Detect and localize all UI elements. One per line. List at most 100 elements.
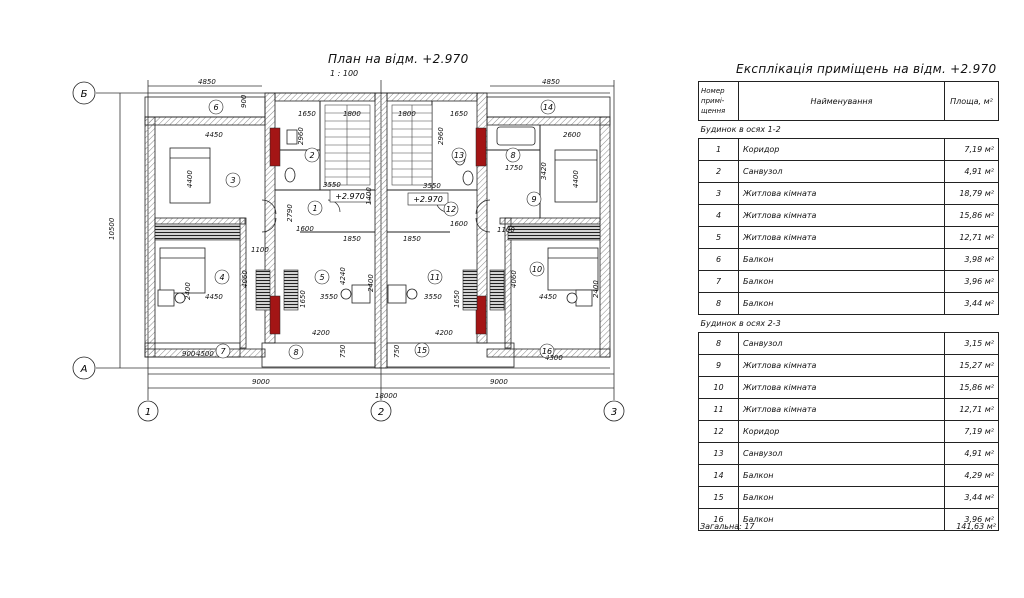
svg-text:3550: 3550	[424, 293, 442, 301]
svg-text:4400: 4400	[572, 170, 580, 188]
room-label-1: 1	[307, 200, 323, 216]
svg-text:Б: Б	[81, 89, 88, 100]
svg-text:А: А	[80, 364, 88, 375]
cell-name: Коридор	[738, 138, 945, 161]
svg-text:3550: 3550	[423, 182, 441, 190]
cell-name: Житлова кімната	[738, 182, 945, 205]
room-label-8-bath: 8	[505, 147, 521, 163]
total-value: 141,63 м²	[956, 522, 996, 531]
group-label: Будинок в осях 1-2	[698, 120, 999, 139]
svg-text:2400: 2400	[367, 274, 375, 292]
svg-text:2600: 2600	[563, 131, 581, 139]
table-header-row: Номер примі­щення Найменування Площа, м²	[698, 81, 999, 121]
cell-num: 4	[698, 204, 739, 227]
svg-text:9: 9	[531, 195, 536, 204]
svg-text:1100: 1100	[497, 226, 515, 234]
svg-text:1: 1	[145, 407, 151, 418]
desks	[157, 284, 593, 307]
cell-num: 9	[698, 354, 739, 377]
cell-num: 14	[698, 464, 739, 487]
dimension-labels: 4850 4850 10500 9000 9000 18000 4450 445…	[108, 78, 600, 400]
svg-text:4: 4	[219, 273, 224, 282]
cell-name: Балкон	[738, 486, 945, 509]
room-label-14: 14	[540, 99, 556, 115]
axis-marker-a: А	[72, 356, 96, 380]
cell-num: 5	[698, 226, 739, 249]
svg-text:1: 1	[312, 204, 317, 213]
level-mark-right: +2.970	[407, 192, 449, 206]
svg-text:2960: 2960	[297, 127, 305, 145]
cell-name: Санвузол	[738, 332, 945, 355]
cell-num: 1	[698, 138, 739, 161]
axis-marker-1: 1	[137, 400, 159, 422]
svg-text:1650: 1650	[298, 110, 316, 118]
svg-text:4300: 4300	[545, 354, 563, 362]
svg-text:2790: 2790	[286, 204, 294, 222]
svg-text:2400: 2400	[184, 282, 192, 300]
room-labels: 1 2 3 4 5 6 7 8 8 9 10 11 12 13 14 15 16	[208, 99, 556, 360]
cell-area: 3,96 м²	[944, 270, 999, 293]
total-label: Загальна: 17	[700, 522, 755, 531]
cell-name: Балкон	[738, 464, 945, 487]
cell-num: 7	[698, 270, 739, 293]
cell-num: 3	[698, 182, 739, 205]
axis-marker-3: 3	[603, 400, 625, 422]
svg-text:3420: 3420	[540, 162, 548, 180]
svg-text:13: 13	[454, 151, 464, 160]
cell-area: 3,98 м²	[944, 248, 999, 271]
cell-name: Коридор	[738, 420, 945, 443]
cell-name: Балкон	[738, 270, 945, 293]
svg-text:1850: 1850	[403, 235, 421, 243]
exterior-walls	[144, 92, 611, 369]
svg-text:3550: 3550	[323, 181, 341, 189]
svg-text:750: 750	[339, 344, 347, 358]
cell-name: Житлова кімната	[738, 226, 945, 249]
cell-area: 18,79 м²	[944, 182, 999, 205]
svg-text:1650: 1650	[450, 110, 468, 118]
floor-plan: Б А 1 2 3	[72, 78, 625, 422]
svg-text:10: 10	[532, 265, 542, 274]
cell-area: 4,91 м²	[944, 442, 999, 465]
cell-area: 3,15 м²	[944, 332, 999, 355]
cell-num: 12	[698, 420, 739, 443]
wardrobes	[154, 225, 601, 311]
svg-text:4060: 4060	[241, 270, 249, 288]
stairs-right	[391, 104, 433, 186]
svg-text:1800: 1800	[343, 110, 361, 118]
svg-text:4450: 4450	[205, 293, 223, 301]
svg-text:4060: 4060	[510, 270, 518, 288]
cell-area: 15,27 м²	[944, 354, 999, 377]
cell-area: 4,29 м²	[944, 464, 999, 487]
room-label-12: 12	[443, 201, 459, 217]
cell-area: 3,44 м²	[944, 292, 999, 315]
structural-columns	[269, 127, 487, 335]
svg-text:8: 8	[293, 348, 298, 357]
cell-area: 12,71 м²	[944, 226, 999, 249]
svg-text:8: 8	[510, 151, 515, 160]
svg-text:1850: 1850	[343, 235, 361, 243]
svg-text:1650: 1650	[453, 290, 461, 308]
cell-name: Балкон	[738, 248, 945, 271]
cell-area: 12,71 м²	[944, 398, 999, 421]
room-label-11: 11	[427, 269, 443, 285]
cell-area: 3,96 м²	[944, 508, 999, 531]
cell-name: Житлова кімната	[738, 398, 945, 421]
room-label-7: 7	[215, 343, 231, 359]
svg-text:750: 750	[393, 344, 401, 358]
cell-num: 2	[698, 160, 739, 183]
svg-text:1750: 1750	[505, 164, 523, 172]
svg-text:2: 2	[378, 407, 384, 418]
svg-text:4200: 4200	[312, 329, 330, 337]
cell-num: 15	[698, 486, 739, 509]
svg-text:15: 15	[417, 346, 427, 355]
cell-num: 10	[698, 376, 739, 399]
cell-name: Санвузол	[738, 160, 945, 183]
svg-text:2: 2	[309, 151, 314, 160]
